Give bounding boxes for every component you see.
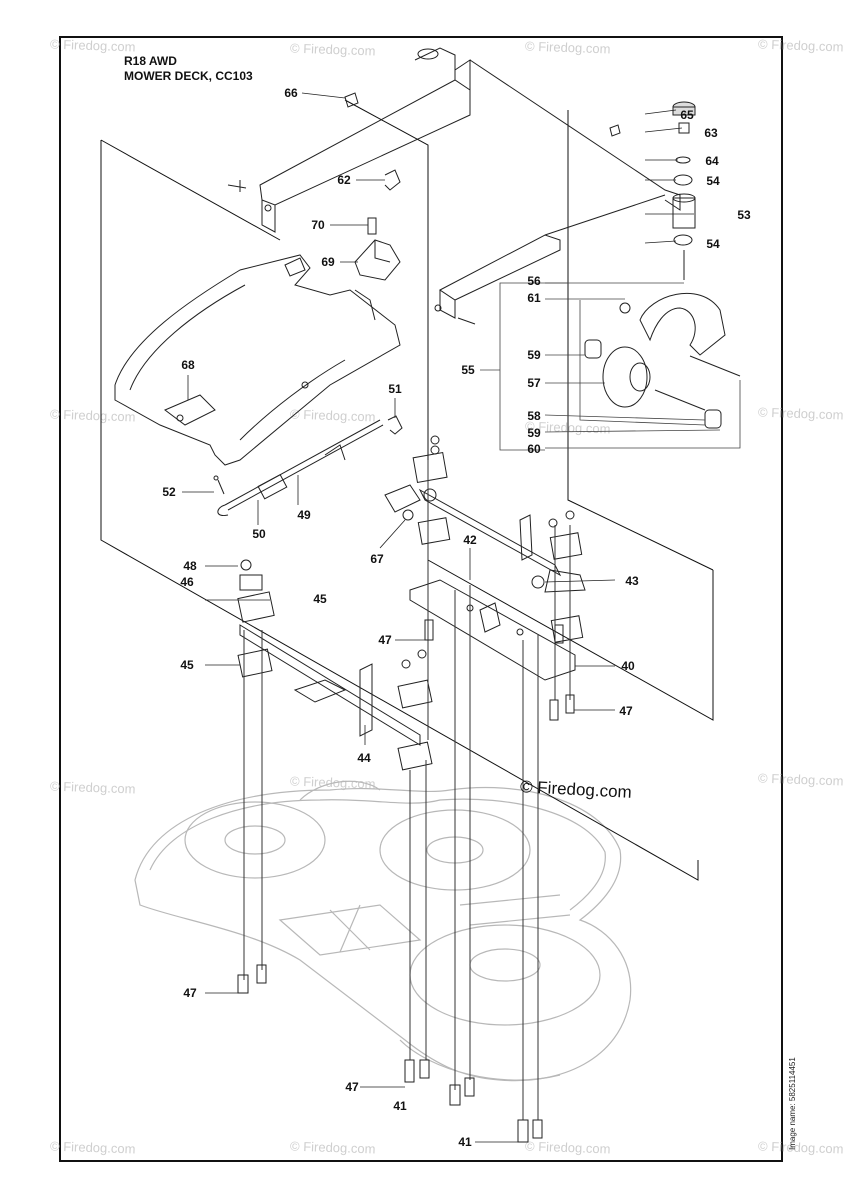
callout-41: 41: [393, 1099, 407, 1113]
callout-45: 45: [313, 592, 327, 606]
callout-54: 54: [706, 237, 720, 251]
callout-41: 41: [458, 1135, 472, 1149]
callout-59: 59: [527, 348, 541, 362]
callout-47: 47: [183, 986, 197, 1000]
image-name: Image name: 5825114451: [788, 1057, 797, 1150]
callout-47: 47: [345, 1080, 359, 1094]
callout-45: 45: [180, 658, 194, 672]
callout-58: 58: [527, 409, 541, 423]
callout-53: 53: [737, 208, 751, 222]
lift-rod: [213, 419, 384, 517]
callout-47: 47: [619, 704, 633, 718]
callout-52: 52: [162, 485, 176, 499]
bolt-guides: [243, 460, 571, 1120]
callout-44: 44: [357, 751, 371, 765]
callout-55: 55: [461, 363, 475, 377]
callout-42: 42: [463, 533, 477, 547]
section-title: MOWER DECK, CC103: [124, 69, 253, 83]
callout-66: 66: [284, 86, 298, 100]
label-leaders: [182, 92, 694, 1143]
callout-46: 46: [180, 575, 194, 589]
callout-54: 54: [706, 174, 720, 188]
callout-40: 40: [621, 659, 635, 673]
callout-67: 67: [370, 552, 384, 566]
callout-47: 47: [378, 633, 392, 647]
callout-49: 49: [297, 508, 311, 522]
callout-69: 69: [321, 255, 335, 269]
callout-57: 57: [527, 376, 541, 390]
model-title: R18 AWD: [124, 54, 177, 68]
callout-59: 59: [527, 426, 541, 440]
callout-61: 61: [527, 291, 541, 305]
caster-leaders: [480, 282, 741, 451]
assembly-outline: [100, 99, 714, 881]
callout-56: 56: [527, 274, 541, 288]
callout-60: 60: [527, 442, 541, 456]
front-axle: [384, 435, 586, 643]
callout-43: 43: [625, 574, 639, 588]
bracket-69: [354, 217, 401, 281]
diagram-frame: [59, 36, 783, 1162]
front-bracket: [227, 47, 681, 325]
clip-51: [387, 415, 403, 435]
rear-axle: [237, 559, 433, 771]
caster-assembly: [584, 101, 741, 429]
callout-48: 48: [183, 559, 197, 573]
callout-51: 51: [388, 382, 402, 396]
callout-63: 63: [704, 126, 718, 140]
mount-plate-68: [114, 254, 401, 466]
deck-housing: [134, 780, 632, 1082]
callout-68: 68: [181, 358, 195, 372]
bar-40: [409, 579, 576, 681]
bolts: [237, 619, 575, 1143]
callout-62: 62: [337, 173, 351, 187]
callout-50: 50: [252, 527, 266, 541]
clip-62: [384, 169, 401, 191]
callout-70: 70: [311, 218, 325, 232]
callout-64: 64: [705, 154, 719, 168]
callout-65: 65: [680, 108, 694, 122]
